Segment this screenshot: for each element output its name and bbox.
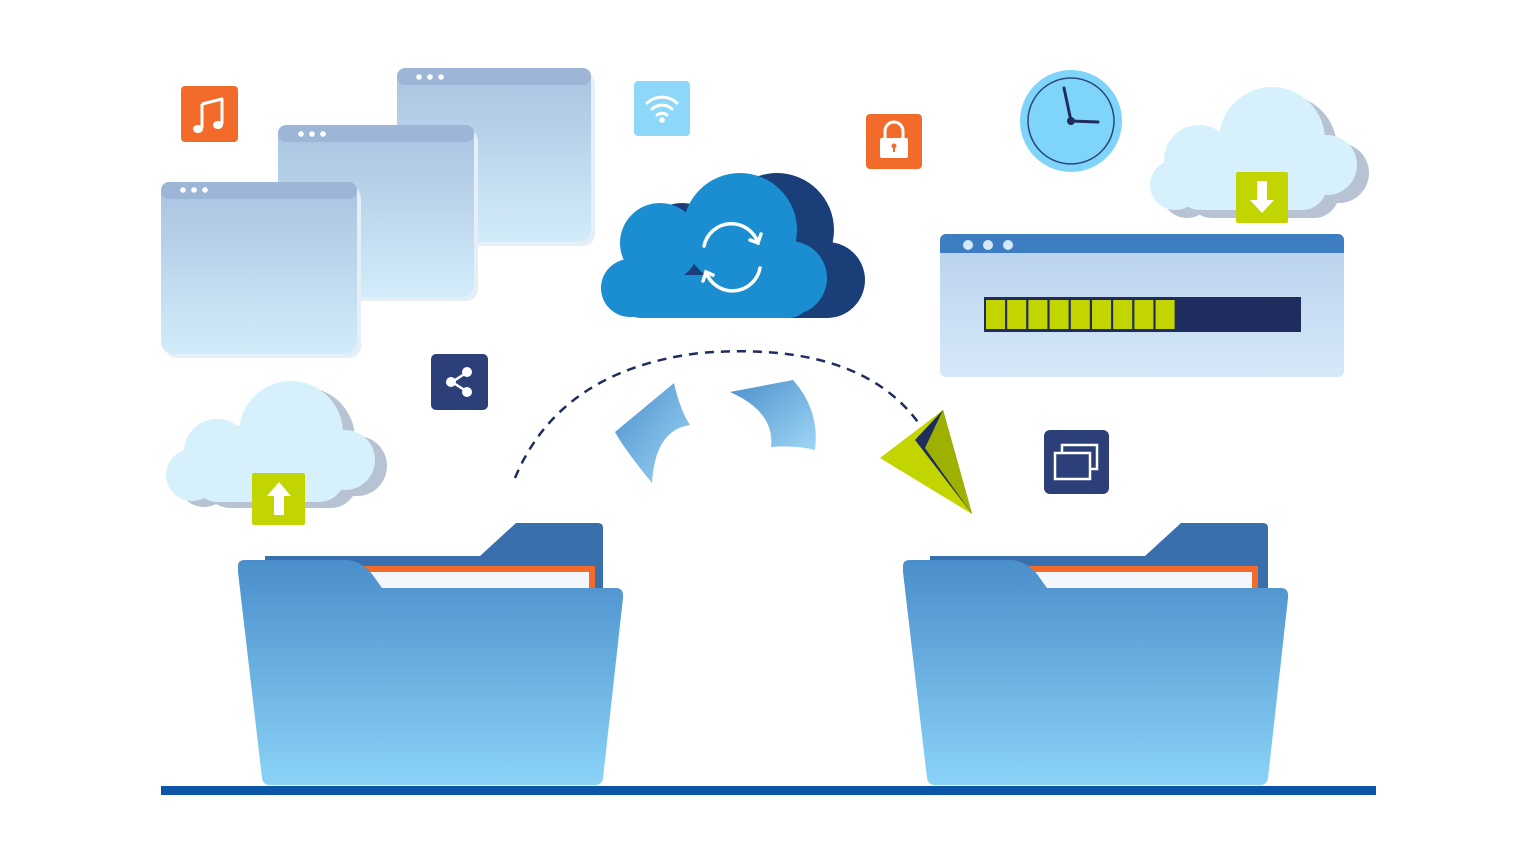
source-folder — [238, 523, 624, 785]
progress-segment — [1070, 300, 1090, 329]
progress-bar — [984, 297, 1301, 332]
upload-arrow-icon — [252, 473, 305, 525]
progress-segment — [986, 300, 1005, 329]
sync-cloud — [601, 173, 865, 318]
progress-segment — [1134, 300, 1154, 329]
share-icon — [431, 354, 488, 410]
window-stack — [161, 68, 595, 358]
flying-sheet-left — [615, 383, 690, 483]
destination-folder — [903, 523, 1289, 785]
window-front — [161, 182, 361, 358]
sync-icon — [701, 222, 763, 293]
progress-segment — [1113, 300, 1133, 329]
clock-icon — [1020, 70, 1122, 172]
wifi-icon — [634, 81, 690, 136]
music-icon — [181, 86, 238, 142]
progress-segment — [1007, 300, 1027, 329]
download-arrow-icon — [1236, 172, 1288, 223]
ground-line — [161, 786, 1376, 795]
progress-segment — [1092, 300, 1111, 329]
progress-segment — [1155, 300, 1175, 329]
lock-icon — [866, 114, 922, 169]
windows-icon — [1044, 430, 1109, 494]
paper-plane-icon — [880, 410, 972, 514]
transfer-path — [513, 350, 922, 479]
progress-segment — [1049, 300, 1069, 329]
progress-segment — [1028, 300, 1048, 329]
flying-sheet-right — [730, 380, 816, 450]
